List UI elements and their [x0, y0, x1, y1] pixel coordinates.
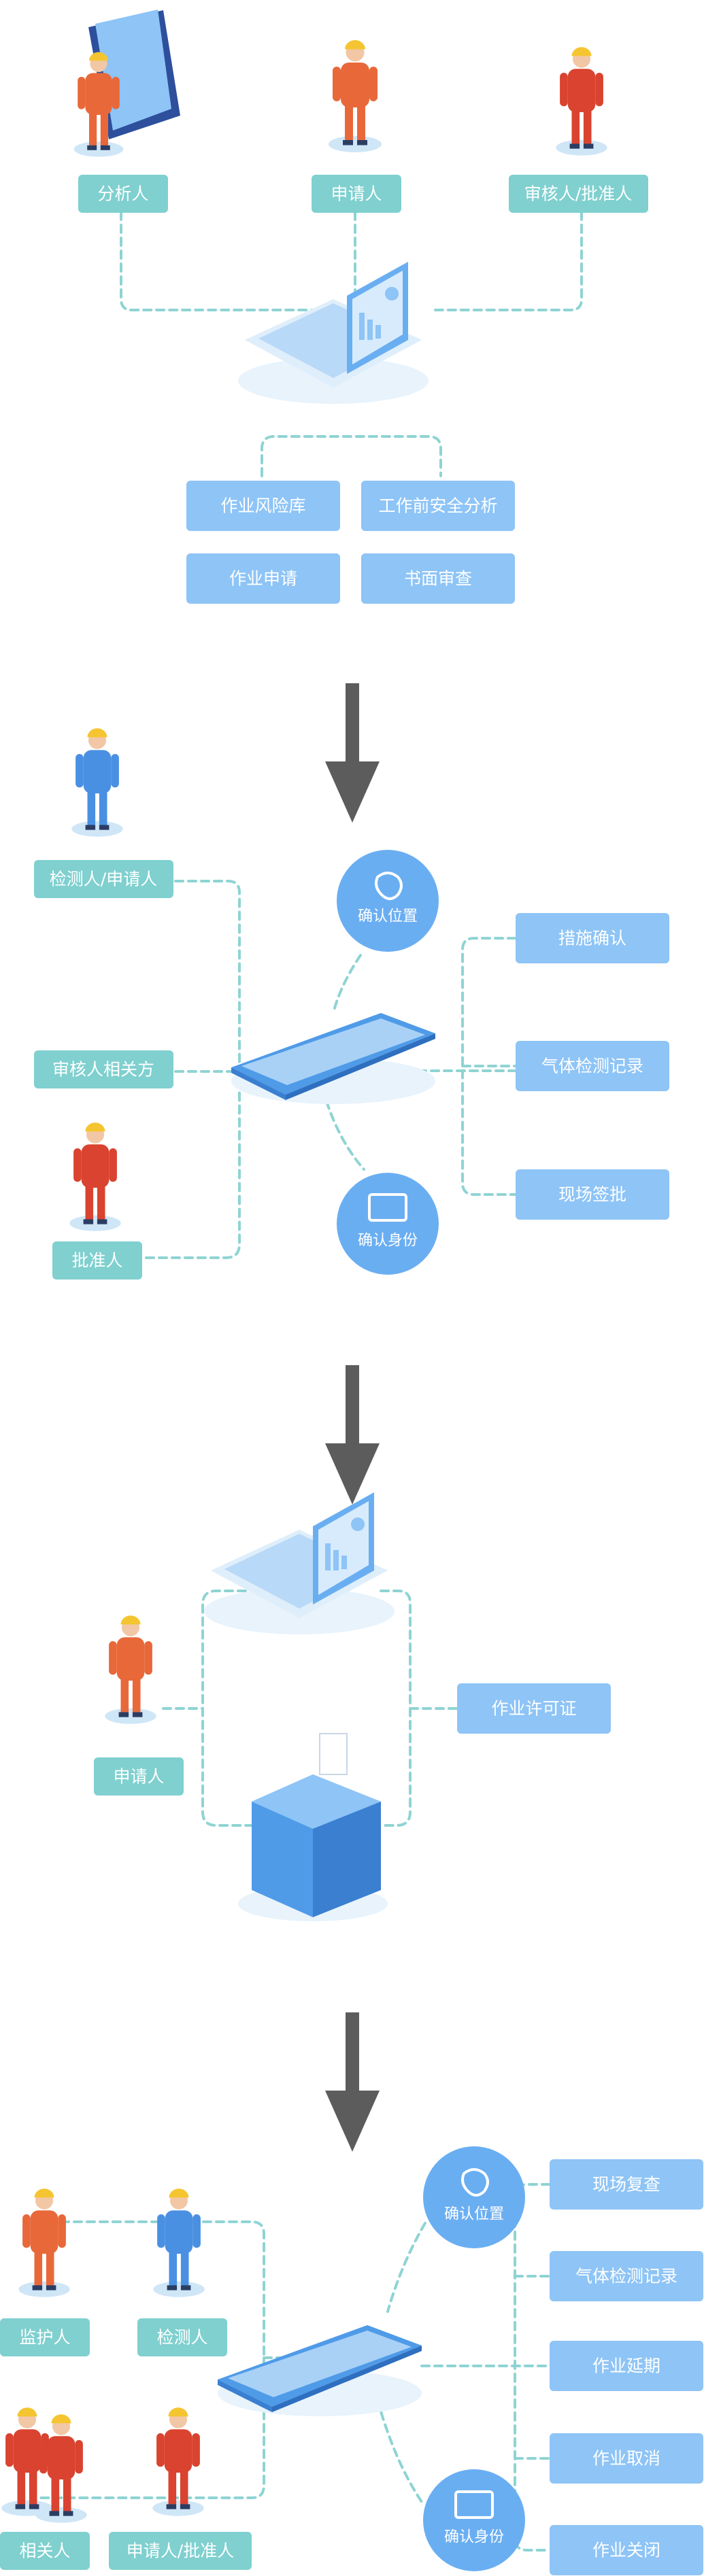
connector: [261, 435, 442, 477]
phone-icon: [231, 1013, 435, 1104]
role-label: 监护人: [0, 2318, 90, 2356]
connector: [325, 1100, 365, 1171]
step2: 检测人/申请人 审核人相关方 批准人 确认位置 确认身份 措施确认 气体检测记录: [34, 728, 669, 1280]
svg-text:确认位置: 确认位置: [358, 908, 418, 925]
connector: [380, 1590, 412, 1827]
down-arrow-icon: [325, 683, 380, 823]
output-label: 作业许可证: [457, 1683, 611, 1734]
circle-confirm-identity: 确认身份: [423, 2469, 525, 2571]
svg-text:作业关闭: 作业关闭: [592, 2541, 660, 2560]
svg-text:作业风险库: 作业风险库: [220, 496, 305, 516]
svg-text:审核人相关方: 审核人相关方: [52, 1060, 154, 1080]
output-label: 气体检测记录: [516, 1041, 669, 1091]
svg-text:相关人: 相关人: [19, 2541, 70, 2561]
down-arrow-icon: [325, 1365, 380, 1505]
approver-worker-icon: [152, 2407, 204, 2516]
connector: [376, 2399, 423, 2503]
phone-icon: [218, 2325, 422, 2416]
circle-confirm-location: 确认位置: [337, 850, 439, 952]
svg-text:申请人: 申请人: [331, 184, 382, 204]
id-card-icon: [368, 1193, 407, 1222]
role-label: 审核人/批准人: [509, 175, 648, 213]
svg-text:确认身份: 确认身份: [444, 2529, 504, 2546]
svg-text:确认身份: 确认身份: [358, 1233, 418, 1250]
output-label: 工作前安全分析: [361, 481, 515, 531]
output-label: 作业申请: [186, 553, 340, 604]
step4: 监护人 检测人 相关人 申请人/批准人 确认位置 确认身份 现场复查: [0, 2146, 703, 2575]
output-label: 气体检测记录: [550, 2251, 703, 2301]
svg-text:监护人: 监护人: [19, 2328, 70, 2348]
svg-text:检测人/申请人: 检测人/申请人: [50, 870, 157, 889]
server-box-icon: [238, 1733, 388, 1921]
output-label: 现场复查: [550, 2159, 703, 2210]
output-label: 现场签批: [516, 1169, 669, 1220]
role-label: 批准人: [52, 1241, 142, 1280]
connector: [386, 2222, 426, 2313]
laptop-icon: [204, 1492, 395, 1634]
down-arrow-icon: [325, 2012, 380, 2152]
output-label: 作业延期: [550, 2341, 703, 2391]
role-label: 审核人相关方: [34, 1050, 173, 1088]
role-label: 申请人: [94, 1757, 184, 1796]
svg-text:申请人/批准人: 申请人/批准人: [127, 2541, 234, 2561]
circle-confirm-location: 确认位置: [423, 2146, 525, 2248]
connector: [39, 2220, 265, 2499]
applicant-worker-icon: [329, 40, 382, 152]
location-icon: [461, 2168, 489, 2197]
role-label: 申请人: [312, 175, 401, 213]
svg-text:作业取消: 作业取消: [592, 2449, 660, 2469]
role-label: 分析人: [78, 175, 168, 213]
output-label: 措施确认: [516, 913, 669, 963]
svg-text:作业延期: 作业延期: [592, 2356, 660, 2376]
svg-text:确认位置: 确认位置: [444, 2206, 504, 2223]
step1: 分析人 申请人 审核人/批准人 作业风险库 工作前安全分析 作业申请 书面审查: [73, 10, 648, 604]
role-label: 检测人: [137, 2318, 227, 2356]
svg-text:工作前安全分析: 工作前安全分析: [378, 496, 497, 516]
svg-text:现场签批: 现场签批: [558, 1185, 626, 1205]
svg-text:审核人/批准人: 审核人/批准人: [524, 184, 632, 204]
role-label: 申请人/批准人: [109, 2532, 252, 2570]
role-label: 相关人: [0, 2532, 90, 2570]
approver-worker-icon: [556, 47, 607, 156]
svg-text:气体检测记录: 气体检测记录: [575, 2267, 677, 2286]
location-icon: [375, 872, 403, 900]
svg-text:申请人: 申请人: [113, 1767, 164, 1787]
detector-worker-icon: [71, 728, 123, 837]
step3: 申请人 作业许可证: [94, 1492, 611, 1921]
role-label: 检测人/申请人: [34, 860, 173, 898]
applicant-worker-icon: [105, 1615, 156, 1724]
svg-text:措施确认: 措施确认: [558, 929, 626, 948]
output-label: 作业关闭: [550, 2525, 703, 2575]
svg-text:作业申请: 作业申请: [229, 569, 297, 589]
approver-worker-icon: [69, 1122, 121, 1231]
svg-text:批准人: 批准人: [71, 1251, 122, 1271]
connector: [332, 954, 362, 1014]
output-label: 作业取消: [550, 2433, 703, 2484]
output-label: 作业风险库: [186, 481, 340, 531]
svg-text:现场复查: 现场复查: [592, 2175, 660, 2195]
connector: [120, 211, 321, 311]
output-label: 书面审查: [361, 553, 515, 604]
detector-worker-icon: [153, 2188, 205, 2297]
guardian-worker-icon: [18, 2188, 70, 2297]
svg-text:作业许可证: 作业许可证: [491, 1699, 576, 1719]
svg-text:书面审查: 书面审查: [404, 569, 472, 589]
id-card-icon: [454, 2490, 494, 2519]
laptop-icon: [238, 262, 429, 404]
svg-text:检测人: 检测人: [156, 2328, 207, 2348]
svg-text:气体检测记录: 气体检测记录: [541, 1057, 643, 1076]
svg-text:分析人: 分析人: [97, 184, 148, 204]
connector: [434, 211, 583, 311]
circle-confirm-identity: 确认身份: [337, 1173, 439, 1275]
